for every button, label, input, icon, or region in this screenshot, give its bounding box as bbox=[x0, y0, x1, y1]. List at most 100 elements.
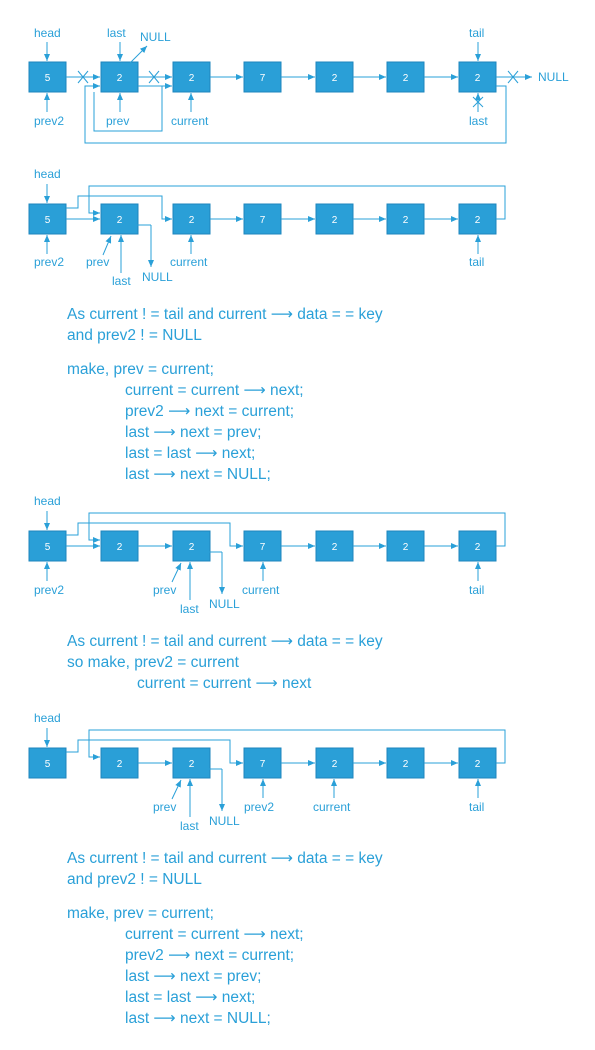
diagram-3-last-label: last bbox=[180, 602, 199, 616]
code-2-line-3: current = current ⟶ next bbox=[137, 675, 312, 692]
svg-text:2: 2 bbox=[117, 215, 123, 226]
diagram-3-prev-label: prev bbox=[153, 583, 176, 597]
svg-text:2: 2 bbox=[403, 759, 409, 770]
diagram-4-node-4: 2 bbox=[315, 747, 354, 779]
code-block-3: As current ! = tail and current ⟶ data =… bbox=[67, 850, 383, 1027]
diagram-4-node-2: 2 bbox=[172, 747, 211, 779]
svg-text:2: 2 bbox=[403, 542, 409, 553]
svg-text:5: 5 bbox=[45, 215, 51, 226]
code-1-line-1: As current ! = tail and current ⟶ data =… bbox=[67, 306, 383, 323]
diagram-4-null-label: NULL bbox=[209, 814, 240, 828]
diagram-2-node-4: 2 bbox=[315, 203, 354, 235]
diagram-4-prev-label: prev bbox=[153, 800, 176, 814]
diagram-1: 5 2 2 7 2 2 2 head bbox=[28, 26, 569, 144]
code-1-line-7: last = last ⟶ next; bbox=[125, 445, 255, 462]
diagram-4-last-label: last bbox=[180, 819, 199, 833]
diagram-4-pointers: head prev last NULL prev2 current tail bbox=[34, 711, 484, 833]
code-3-line-6: last ⟶ next = prev; bbox=[125, 968, 261, 985]
diagram-2-prev-label: prev bbox=[86, 255, 109, 269]
diagram-3-node-6: 2 bbox=[458, 530, 497, 562]
diagram-1-node-0: 5 bbox=[28, 61, 67, 93]
diagram-3-pointers: head prev2 prev last NULL current tail bbox=[34, 494, 484, 616]
diagram-1-last2-label: last bbox=[469, 114, 488, 128]
diagram-2-node-1: 2 bbox=[100, 203, 139, 235]
svg-text:2: 2 bbox=[475, 73, 481, 84]
diagram-2-node-6: 2 bbox=[458, 203, 497, 235]
diagram-4-current-label: current bbox=[313, 800, 351, 814]
diagram-2-current-label: current bbox=[170, 255, 208, 269]
diagram-4-node-3: 7 bbox=[243, 747, 282, 779]
code-1-line-5: prev2 ⟶ next = current; bbox=[125, 403, 294, 420]
code-block-2: As current ! = tail and current ⟶ data =… bbox=[67, 633, 383, 692]
diagram-4-tail-label: tail bbox=[469, 800, 484, 814]
diagram-3-node-4: 2 bbox=[315, 530, 354, 562]
svg-text:2: 2 bbox=[189, 759, 195, 770]
diagram-2-head-label: head bbox=[34, 167, 61, 181]
diagram-3: 5 2 2 7 2 2 2 head prev2 prev last NULL bbox=[28, 494, 506, 616]
svg-text:2: 2 bbox=[189, 542, 195, 553]
diagram-4-links bbox=[66, 729, 506, 766]
code-2-line-2: so make, prev2 = current bbox=[67, 654, 240, 671]
diagram-1-prev2-label: prev2 bbox=[34, 114, 64, 128]
svg-text:2: 2 bbox=[332, 73, 338, 84]
svg-text:2: 2 bbox=[117, 73, 123, 84]
svg-text:7: 7 bbox=[260, 759, 266, 770]
svg-text:2: 2 bbox=[189, 215, 195, 226]
diagram-3-head-label: head bbox=[34, 494, 61, 508]
diagram-2-node-5: 2 bbox=[386, 203, 425, 235]
diagram-3-null-label: NULL bbox=[209, 597, 240, 611]
diagram-4-node-1: 2 bbox=[100, 747, 139, 779]
diagram-2-pointers: head prev2 prev last NULL current tail bbox=[34, 167, 484, 288]
svg-text:2: 2 bbox=[475, 759, 481, 770]
code-1-line-6: last ⟶ next = prev; bbox=[125, 424, 261, 441]
svg-text:2: 2 bbox=[117, 542, 123, 553]
code-3-line-4: current = current ⟶ next; bbox=[125, 926, 304, 943]
svg-text:5: 5 bbox=[45, 73, 51, 84]
svg-text:2: 2 bbox=[332, 542, 338, 553]
diagram-2-node-3: 7 bbox=[243, 203, 282, 235]
code-3-line-3: make, prev = current; bbox=[67, 905, 214, 922]
diagram-3-node-2: 2 bbox=[172, 530, 211, 562]
diagram-2-node-2: 2 bbox=[172, 203, 211, 235]
code-3-line-1: As current ! = tail and current ⟶ data =… bbox=[67, 850, 383, 867]
diagram-1-prev-label: prev bbox=[106, 114, 129, 128]
diagram-1-node-1: 2 bbox=[100, 61, 139, 93]
diagram-1-node-6: 2 bbox=[458, 61, 497, 93]
svg-text:2: 2 bbox=[475, 542, 481, 553]
code-3-line-7: last = last ⟶ next; bbox=[125, 989, 255, 1006]
diagram-1-node-4: 2 bbox=[315, 61, 354, 93]
svg-text:7: 7 bbox=[260, 215, 266, 226]
code-3-line-5: prev2 ⟶ next = current; bbox=[125, 947, 294, 964]
code-1-line-3: make, prev = current; bbox=[67, 361, 214, 378]
svg-text:2: 2 bbox=[403, 215, 409, 226]
diagram-1-tail-label: tail bbox=[469, 26, 484, 40]
svg-text:7: 7 bbox=[260, 542, 266, 553]
diagram-3-tail-label: tail bbox=[469, 583, 484, 597]
diagram-3-node-5: 2 bbox=[386, 530, 425, 562]
svg-text:5: 5 bbox=[45, 542, 51, 553]
svg-text:2: 2 bbox=[332, 215, 338, 226]
diagram-1-links bbox=[66, 70, 532, 144]
diagram-4-node-5: 2 bbox=[386, 747, 425, 779]
code-3-line-8: last ⟶ next = NULL; bbox=[125, 1010, 271, 1027]
diagram-3-node-0: 5 bbox=[28, 530, 67, 562]
diagram-1-head-label: head bbox=[34, 26, 61, 40]
svg-text:7: 7 bbox=[260, 73, 266, 84]
diagram-1-node-2: 2 bbox=[172, 61, 211, 93]
svg-text:2: 2 bbox=[475, 215, 481, 226]
svg-text:2: 2 bbox=[403, 73, 409, 84]
diagram-3-current-label: current bbox=[242, 583, 280, 597]
svg-text:2: 2 bbox=[332, 759, 338, 770]
svg-text:5: 5 bbox=[45, 759, 51, 770]
diagram-3-links bbox=[66, 512, 506, 549]
diagram-4-node-6: 2 bbox=[458, 747, 497, 779]
diagram-1-pointers: head prev2 last NULL prev current tail N… bbox=[34, 26, 569, 128]
code-1-line-8: last ⟶ next = NULL; bbox=[125, 466, 271, 483]
svg-text:2: 2 bbox=[117, 759, 123, 770]
diagram-2: 5 2 2 7 2 2 2 head prev2 prev last NULL bbox=[28, 167, 506, 288]
code-2-line-1: As current ! = tail and current ⟶ data =… bbox=[67, 633, 383, 650]
svg-text:2: 2 bbox=[189, 73, 195, 84]
code-3-line-2: and prev2 ! = NULL bbox=[67, 871, 202, 888]
diagram-3-node-1: 2 bbox=[100, 530, 139, 562]
